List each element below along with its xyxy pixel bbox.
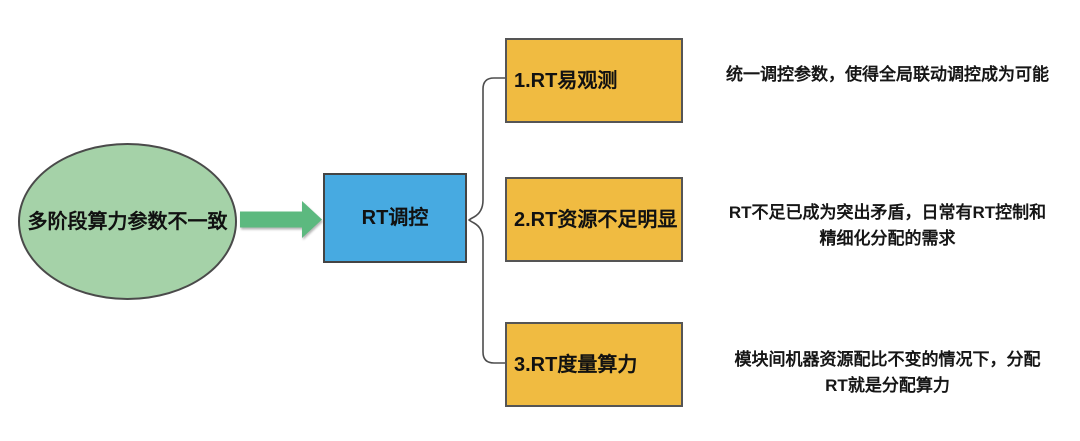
node-branch-2: 2.RT资源不足明显 bbox=[505, 177, 683, 262]
node-branch-1-label: 1.RT易观测 bbox=[514, 69, 618, 92]
node-root-label: 多阶段算力参数不一致 bbox=[27, 210, 228, 233]
branch-2-description: RT不足已成为突出矛盾，日常有RT控制和 精细化分配的需求 bbox=[728, 203, 1047, 248]
node-branch-1: 1.RT易观测 bbox=[505, 38, 683, 123]
node-branch-3-label: 3.RT度量算力 bbox=[514, 353, 638, 376]
branch-1-description: 统一调控参数，使得全局联动调控成为可能 bbox=[726, 65, 1049, 84]
node-root-ellipse: 多阶段算力参数不一致 bbox=[18, 143, 237, 300]
node-rt-control: RT调控 bbox=[323, 173, 467, 263]
curly-brace-connector bbox=[468, 77, 506, 364]
block-arrow-right-icon bbox=[240, 201, 322, 238]
branch-3-description: 模块间机器资源配比不变的情况下，分配 RT就是分配算力 bbox=[734, 350, 1041, 395]
node-branch-3: 3.RT度量算力 bbox=[505, 322, 683, 407]
node-rt-control-label: RT调控 bbox=[361, 207, 429, 229]
node-branch-2-label: 2.RT资源不足明显 bbox=[514, 208, 678, 231]
